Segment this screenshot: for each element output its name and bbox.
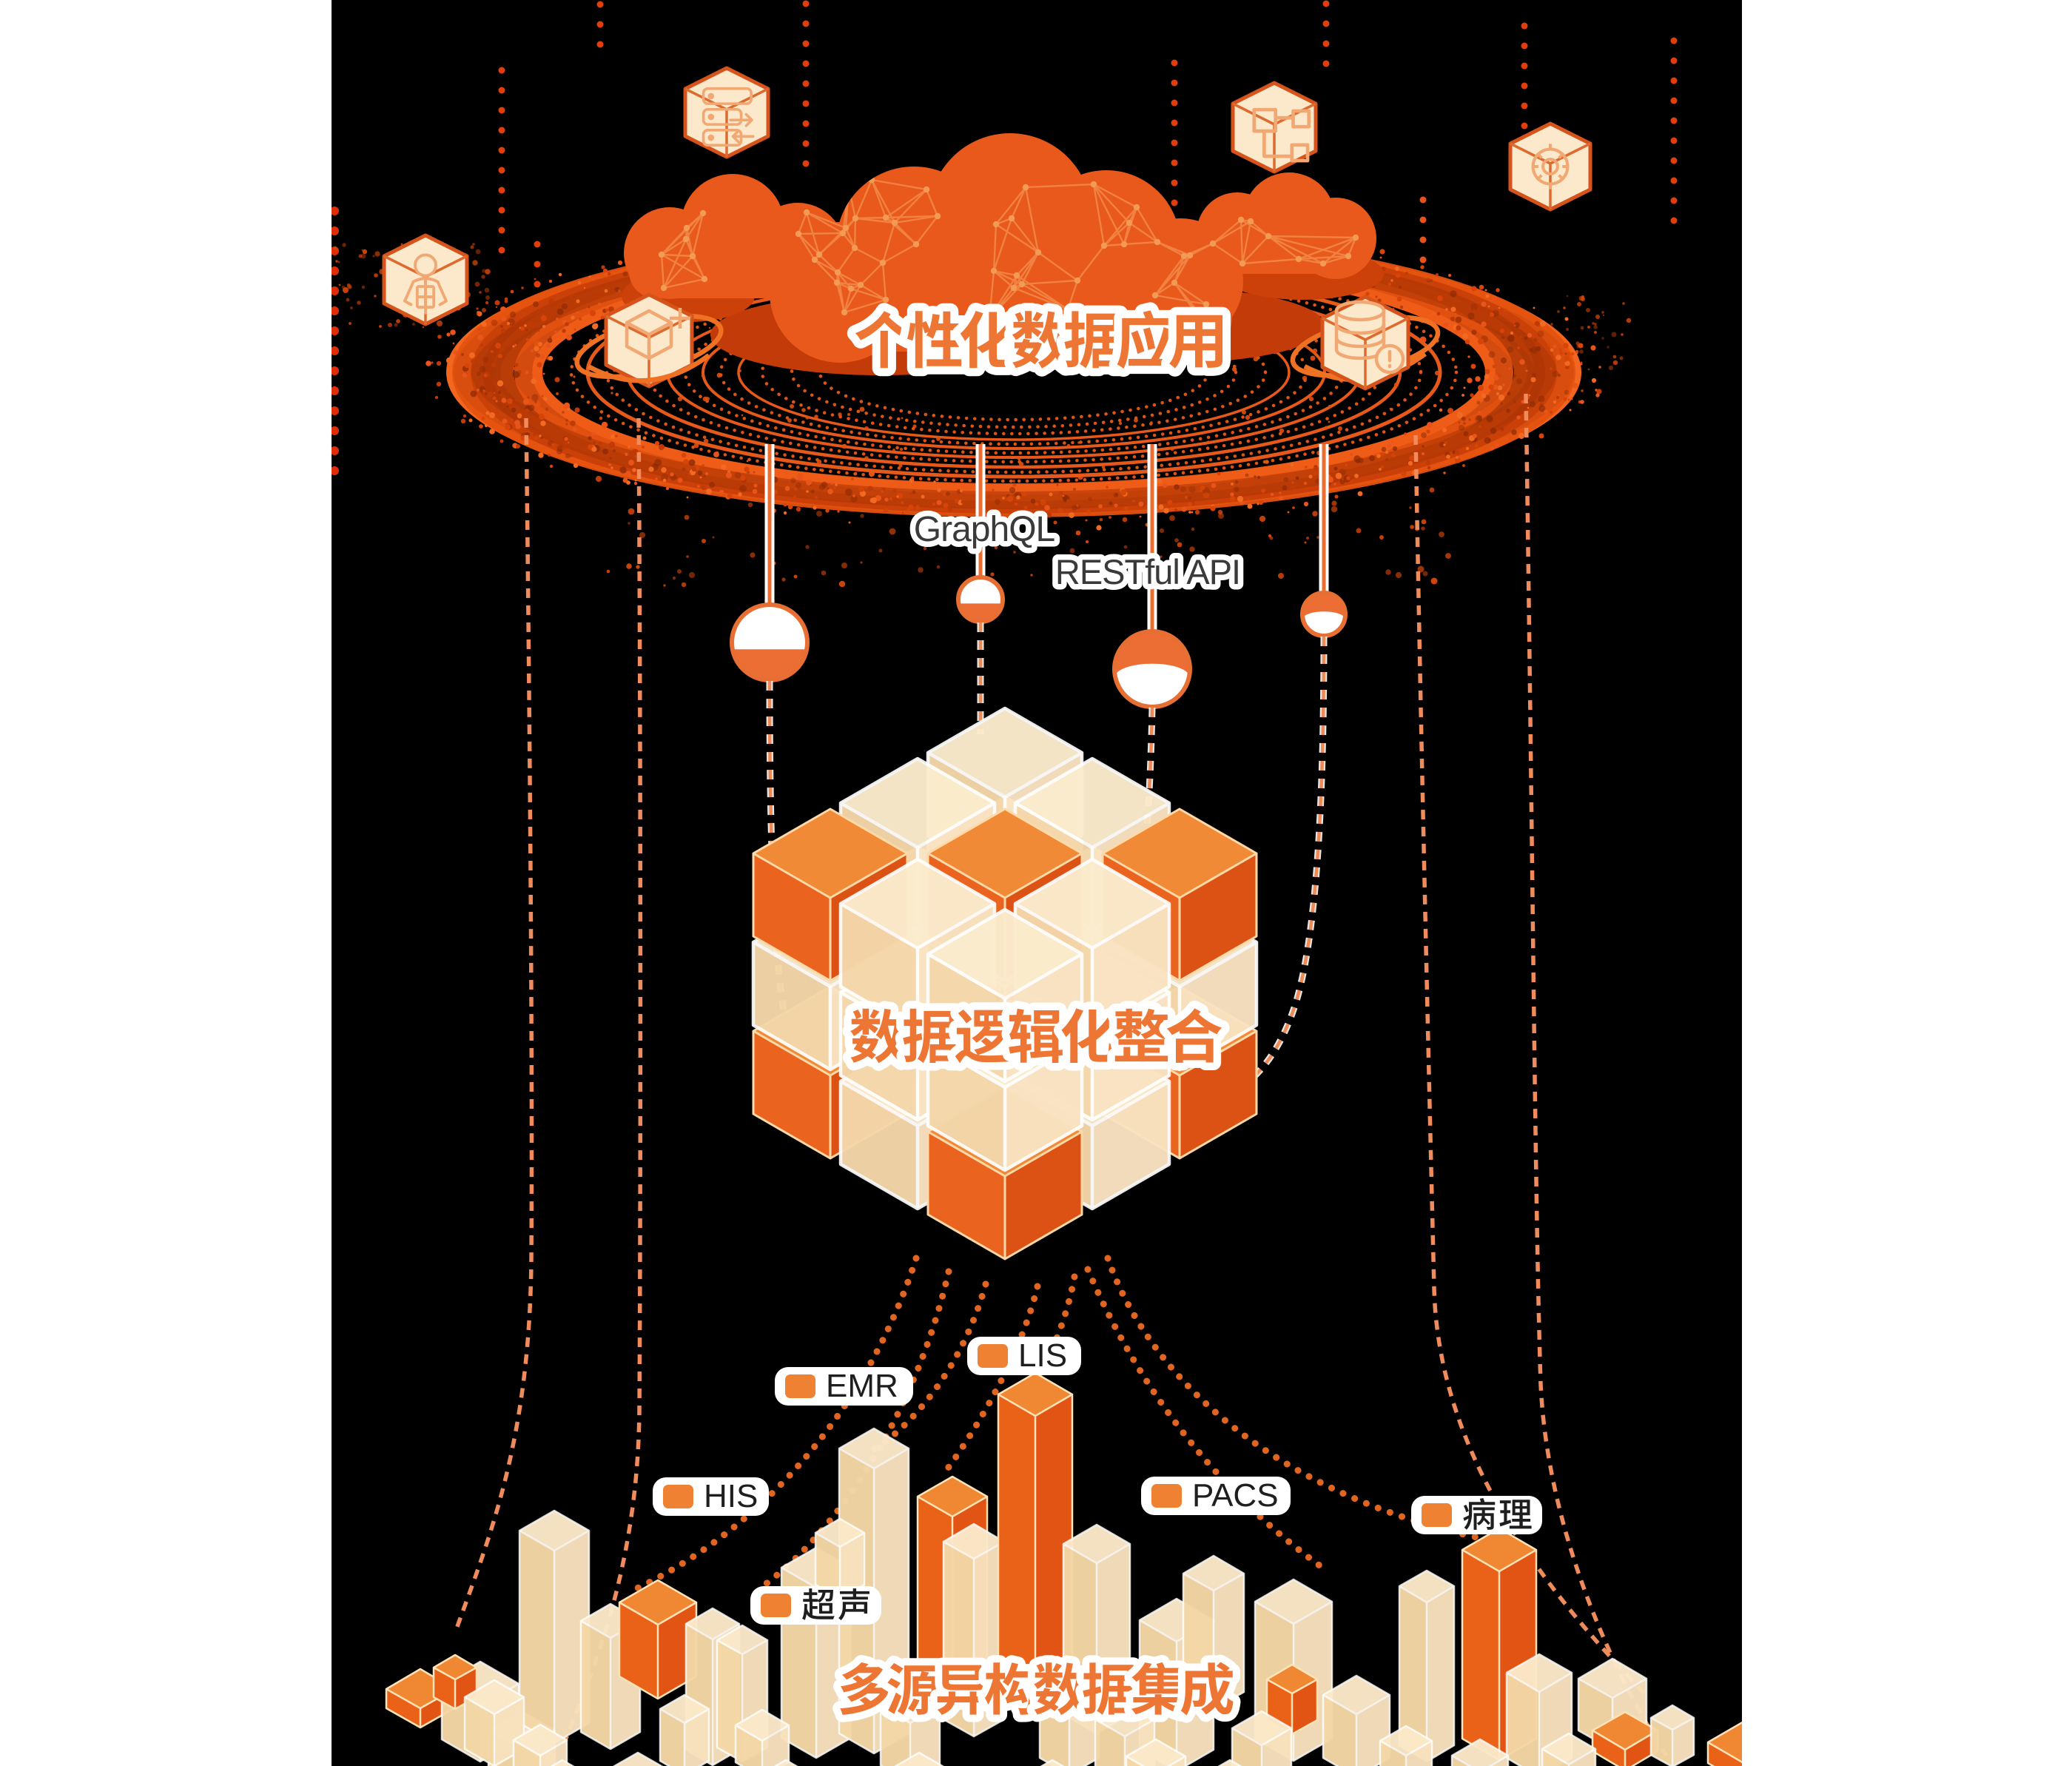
svg-text:HIS: HIS xyxy=(704,1478,758,1514)
svg-text:LIS: LIS xyxy=(1018,1337,1067,1374)
svg-text:PACS: PACS xyxy=(1192,1477,1279,1514)
svg-text:GraphQL: GraphQL xyxy=(914,510,1055,549)
svg-text:RESTful API: RESTful API xyxy=(1055,552,1240,591)
svg-text:EMR: EMR xyxy=(826,1368,898,1404)
